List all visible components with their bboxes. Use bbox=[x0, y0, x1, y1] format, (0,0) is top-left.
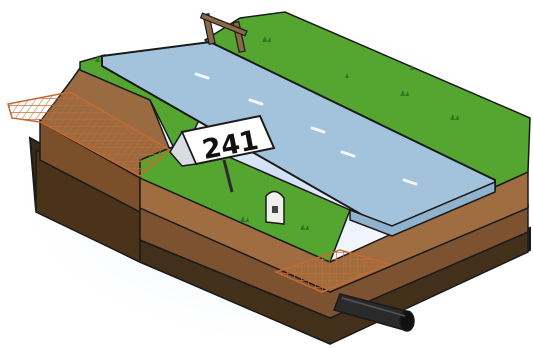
marker-stone bbox=[266, 191, 284, 224]
